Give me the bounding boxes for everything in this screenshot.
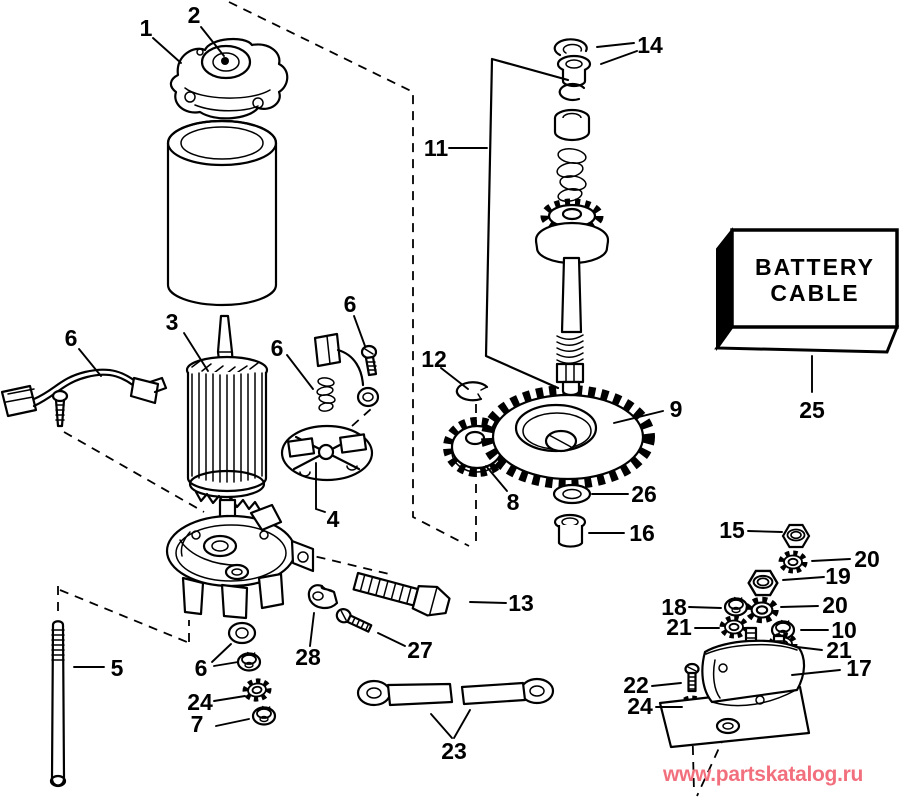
retaining-ring — [455, 381, 489, 402]
callout-17: 17 — [846, 655, 872, 681]
callout-19: 19 — [825, 563, 851, 589]
callout-16: 16 — [629, 520, 655, 546]
mounting-bolt — [352, 571, 451, 617]
callout-23: 23 — [441, 738, 467, 764]
callout-24-lower: 24 — [187, 689, 213, 715]
callout-13: 13 — [508, 590, 534, 616]
lock-washer-21-upper — [723, 619, 745, 635]
callout-25: 25 — [799, 397, 825, 423]
callout-7: 7 — [191, 711, 204, 737]
callout-15: 15 — [719, 517, 745, 543]
callout-21-upper: 21 — [666, 614, 692, 640]
lock-nut-18 — [723, 595, 749, 617]
starter-drive-assembly — [534, 38, 610, 397]
callout-10: 10 — [831, 617, 857, 643]
callout-6-brush: 6 — [271, 335, 284, 361]
callout-28: 28 — [295, 644, 321, 670]
armature — [185, 314, 269, 526]
lock-washer-20-lower — [749, 601, 774, 619]
drive-assembly-bracket — [484, 57, 570, 390]
callout-18: 18 — [661, 594, 687, 620]
callout-24-solenoid: 24 — [627, 693, 653, 719]
callout-21-lower: 21 — [826, 637, 852, 663]
drive-gear-bushing — [553, 513, 587, 548]
callout-6-lead: 6 — [65, 325, 78, 351]
through-bolt-stud — [49, 620, 67, 788]
drive-gear — [481, 385, 655, 489]
battery-cable-links — [356, 677, 555, 707]
brush-lead-assembly — [0, 368, 168, 428]
callout-2: 2 — [188, 2, 201, 28]
callout-4: 4 — [327, 506, 340, 532]
thrust-washer — [552, 483, 592, 505]
hex-nut-15 — [781, 523, 811, 549]
callout-1: 1 — [140, 15, 153, 41]
motor-frame-cylinder — [166, 119, 278, 307]
callout-11: 11 — [424, 135, 449, 161]
solenoid-hardware — [681, 523, 811, 715]
callout-5: 5 — [111, 655, 124, 681]
callout-9: 9 — [670, 396, 683, 422]
callout-14: 14 — [637, 32, 663, 58]
callout-3: 3 — [166, 309, 179, 335]
drive-end-cap — [169, 37, 289, 120]
lock-washer-20-upper — [782, 554, 804, 570]
callout-20-upper: 20 — [854, 546, 880, 572]
flange-nut — [236, 650, 262, 672]
commutator-end-cap — [165, 503, 315, 620]
callout-6-nut: 6 — [195, 655, 208, 681]
star-washer-lower — [245, 681, 269, 700]
callout-26: 26 — [631, 481, 657, 507]
watermark-text: www.partskatalog.ru — [662, 763, 863, 786]
callout-12: 12 — [421, 346, 447, 372]
small-screw — [335, 608, 373, 633]
callout-22: 22 — [623, 672, 649, 698]
hex-nut-7 — [251, 704, 277, 726]
battery-cable-line2: CABLE — [770, 280, 859, 306]
callout-20-lower: 20 — [822, 592, 848, 618]
brush-spring-screw-set — [313, 332, 380, 412]
battery-cable-line1: BATTERY — [755, 254, 875, 280]
callout-labels: 1 2 3 6 6 6 4 5 11 12 13 8 9 26 16 14 25… — [65, 2, 880, 764]
callout-6-screw: 6 — [344, 291, 357, 317]
end-cap-hardware — [227, 621, 277, 726]
starter-solenoid — [658, 626, 811, 749]
battery-cable-box: BATTERY CABLE — [714, 227, 900, 354]
hex-nut-19 — [747, 569, 779, 597]
callout-leader-lines — [73, 26, 851, 739]
callout-8: 8 — [507, 489, 520, 515]
callout-27: 27 — [407, 637, 433, 663]
brush-holder-plate — [280, 424, 374, 482]
cable-clamp — [307, 584, 339, 610]
